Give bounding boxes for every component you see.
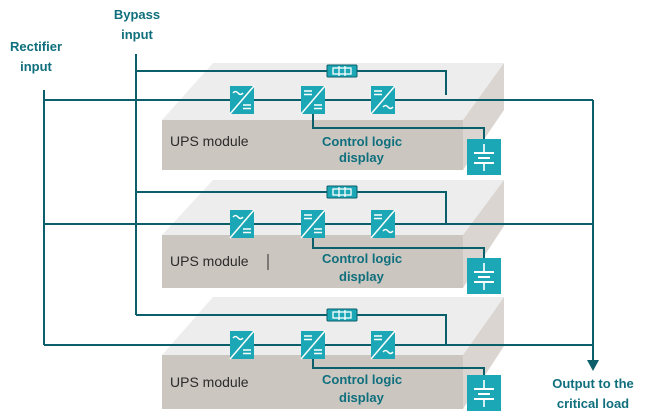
battery-icon xyxy=(466,138,502,176)
inverter-icon xyxy=(370,330,396,360)
bypass-input-label: Bypass xyxy=(114,7,160,22)
ups-module-1 xyxy=(162,63,504,170)
static-switch-icon xyxy=(326,308,358,322)
control-logic-label: Control logic xyxy=(322,372,402,387)
module-name: UPS module xyxy=(170,133,249,149)
module-name: UPS module xyxy=(170,374,249,390)
output-label-line2: critical load xyxy=(557,396,629,411)
inverter-icon xyxy=(370,85,396,115)
control-logic-label: Control logic xyxy=(322,134,402,149)
bypass-input-label-line2: input xyxy=(121,27,153,42)
bypass-line-2 xyxy=(136,191,447,224)
rectifier-icon xyxy=(229,209,255,239)
bypass-line-1 xyxy=(136,70,447,95)
dc-dc-converter-icon xyxy=(300,209,326,239)
static-switch-icon xyxy=(326,64,358,78)
dc-dc-converter-icon xyxy=(300,85,326,115)
control-logic-label-line2: display xyxy=(339,390,385,405)
static-switch-icon xyxy=(326,185,358,199)
bypass-line-3 xyxy=(136,314,447,345)
slab-top xyxy=(162,297,504,355)
output-arrow-icon xyxy=(587,360,599,371)
battery-icon xyxy=(466,257,502,295)
control-logic-label-line2: display xyxy=(339,150,385,165)
rectifier-icon xyxy=(229,85,255,115)
rectifier-input-label: Rectifier xyxy=(10,39,62,54)
battery-icon xyxy=(466,374,502,412)
inverter-icon xyxy=(370,209,396,239)
control-logic-label-line2: display xyxy=(339,269,385,284)
control-logic-label: Control logic xyxy=(322,251,402,266)
module-name: UPS module xyxy=(170,253,249,269)
battery-line-2 xyxy=(312,238,485,262)
battery-line-1 xyxy=(312,114,485,143)
rectifier-input-label-line2: input xyxy=(20,59,52,74)
output-label: Output to the xyxy=(552,376,634,391)
wiring xyxy=(43,54,594,377)
battery-line-3 xyxy=(312,359,485,377)
rectifier-icon xyxy=(229,330,255,360)
dc-dc-converter-icon xyxy=(300,330,326,360)
